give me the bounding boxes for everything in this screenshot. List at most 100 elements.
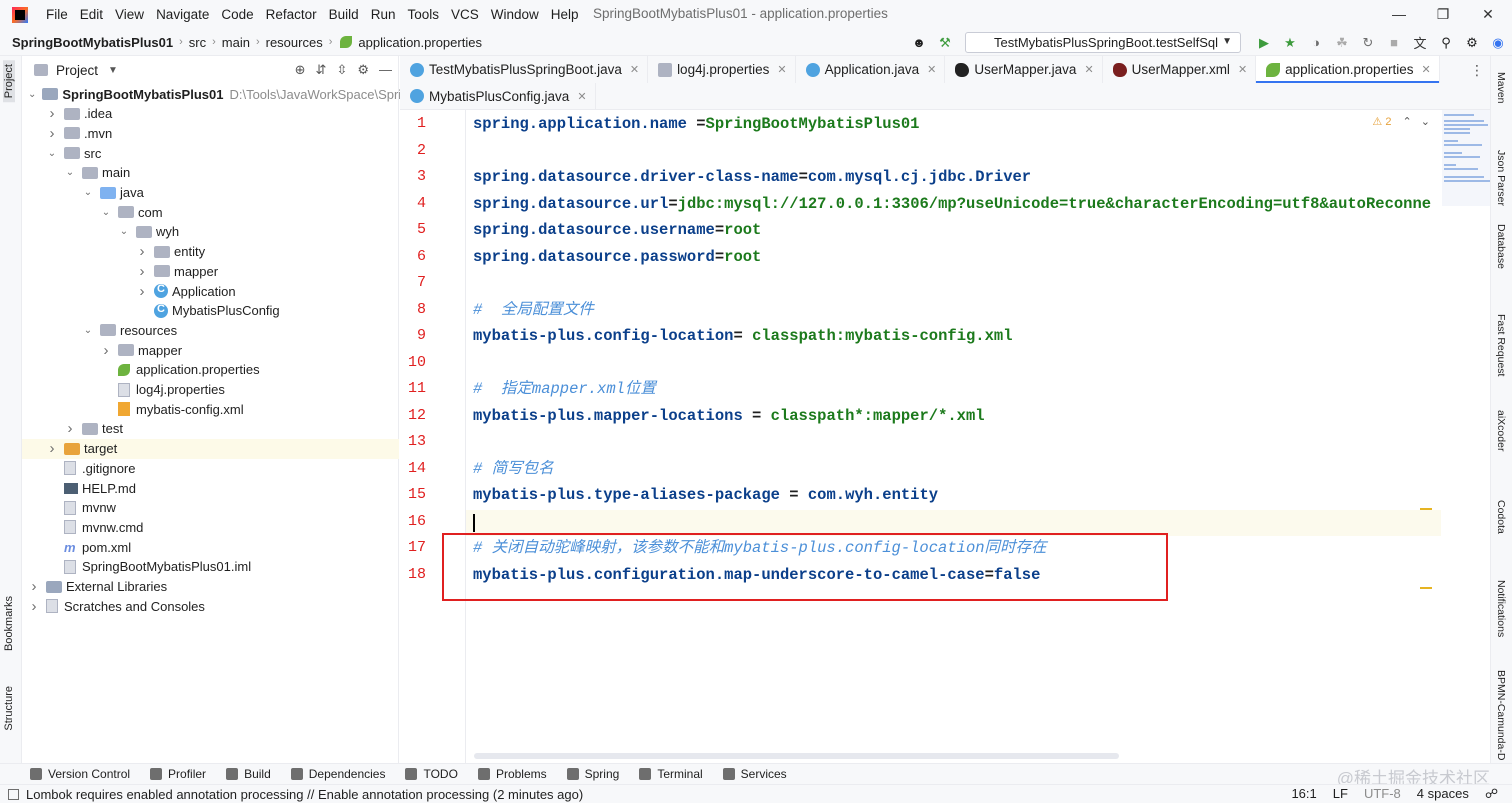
more-tabs-icon[interactable]: ⋮	[1470, 62, 1484, 78]
horizontal-scrollbar[interactable]	[474, 753, 1119, 759]
jetbrains-ai-icon[interactable]: ◉	[1492, 34, 1504, 50]
tree-item[interactable]: .gitignore	[22, 458, 399, 478]
run-configuration-select[interactable]: TestMybatisPlusSpringBoot.testSelfSql ▼	[965, 32, 1241, 53]
tree-item[interactable]: ⌄src	[22, 143, 399, 163]
tree-item[interactable]: ›mapper	[22, 340, 399, 360]
menu-window[interactable]: Window	[490, 7, 539, 22]
chevron-down-icon[interactable]: ⌄	[47, 147, 57, 159]
menu-navigate[interactable]: Navigate	[156, 7, 210, 22]
bottom-tool-version-control[interactable]: Version Control	[30, 767, 130, 781]
editor-tab[interactable]: MybatisPlusConfig.java✕	[400, 82, 596, 110]
user-icon[interactable]: ☻	[912, 35, 926, 50]
tree-item[interactable]: ›External Libraries	[22, 577, 399, 597]
collapse-all-icon[interactable]: ⇳	[336, 62, 348, 77]
chevron-down-icon[interactable]: ⌄	[101, 206, 111, 218]
menu-file[interactable]: File	[46, 7, 68, 22]
tree-item[interactable]: mvnw	[22, 498, 399, 518]
warning-stripe-mark[interactable]	[1420, 587, 1432, 589]
editor-tab[interactable]: TestMybatisPlusSpringBoot.java✕	[400, 56, 649, 83]
hammer-icon[interactable]: ⚒	[939, 34, 951, 50]
tree-item[interactable]: SpringBootMybatisPlus01.iml	[22, 557, 399, 577]
lock-icon[interactable]: ☍	[1484, 786, 1498, 801]
right-tool-tab[interactable]: Database	[1495, 224, 1507, 269]
caret-position[interactable]: 16:1	[1291, 786, 1317, 801]
close-tab-icon[interactable]: ✕	[927, 64, 937, 76]
coverage-icon[interactable]: ◑	[1312, 35, 1320, 50]
bottom-tool-profiler[interactable]: Profiler	[150, 767, 206, 781]
tree-item[interactable]: ›test	[22, 419, 399, 439]
bookmarks-tool-tab[interactable]: Bookmarks	[3, 596, 15, 652]
tree-item[interactable]: ⌄wyh	[22, 222, 399, 242]
chevron-right-icon[interactable]: ›	[139, 282, 145, 300]
profile-icon[interactable]: ☘	[1336, 34, 1348, 50]
bottom-tool-spring[interactable]: Spring	[566, 767, 619, 781]
editor-tab[interactable]: application.properties✕	[1256, 56, 1440, 83]
tree-item[interactable]: ⌄resources	[22, 320, 399, 340]
tree-item[interactable]: ›.mvn	[22, 123, 399, 143]
editor-tab[interactable]: log4j.properties✕	[648, 56, 796, 83]
tree-item[interactable]: ⌄java	[22, 183, 399, 203]
chevron-right-icon[interactable]: ›	[31, 597, 37, 615]
menu-build[interactable]: Build	[328, 7, 359, 22]
right-tool-tab[interactable]: Codota	[1495, 500, 1507, 534]
chevron-right-icon[interactable]: ›	[49, 105, 55, 123]
debug-icon[interactable]: ★	[1284, 34, 1296, 50]
bottom-tool-terminal[interactable]: Terminal	[639, 767, 703, 781]
right-tool-tab[interactable]: Fast Request	[1495, 314, 1507, 377]
tree-item[interactable]: mybatis-config.xml	[22, 399, 399, 419]
breadcrumb-resources[interactable]: resources	[265, 34, 323, 50]
chevron-down-icon[interactable]: ▼	[108, 64, 118, 76]
bottom-tool-problems[interactable]: Problems	[477, 767, 547, 781]
tree-item[interactable]: HELP.md	[22, 478, 399, 498]
minimize-icon[interactable]: —	[1392, 6, 1406, 22]
bottom-tool-todo[interactable]: TODO	[405, 767, 458, 781]
search-icon[interactable]: ⚲	[1441, 34, 1451, 50]
intellij-logo-icon[interactable]	[12, 6, 28, 23]
hide-icon[interactable]: —	[379, 62, 392, 77]
minimap[interactable]	[1442, 110, 1490, 206]
close-icon[interactable]: ✕	[1482, 6, 1494, 22]
right-tool-tab[interactable]: BPMN-Camunda-D	[1495, 670, 1507, 761]
project-tool-tab[interactable]: Project	[3, 60, 15, 103]
status-toggle-icon[interactable]	[8, 789, 19, 800]
bottom-tool-services[interactable]: Services	[722, 767, 787, 781]
menu-help[interactable]: Help	[550, 7, 579, 22]
locate-icon[interactable]: ⊕	[294, 62, 306, 77]
tree-item[interactable]: ›entity	[22, 242, 399, 262]
menu-code[interactable]: Code	[221, 7, 254, 22]
close-tab-icon[interactable]: ✕	[577, 90, 587, 103]
tree-item[interactable]: ›target	[22, 438, 399, 459]
breadcrumb-src[interactable]: src	[188, 34, 207, 50]
editor-tab[interactable]: UserMapper.xml✕	[1103, 56, 1257, 83]
menu-tools[interactable]: Tools	[407, 7, 439, 22]
tree-item[interactable]: ›mapper	[22, 261, 399, 281]
close-tab-icon[interactable]: ✕	[1084, 64, 1094, 76]
right-tool-tab[interactable]: Notifications	[1495, 580, 1507, 638]
chevron-down-icon[interactable]: ⌄	[65, 167, 75, 179]
chevron-right-icon[interactable]: ›	[139, 262, 145, 280]
breadcrumb-main[interactable]: main	[221, 34, 250, 50]
tree-item[interactable]: ›Scratches and Consoles	[22, 596, 399, 616]
chevron-right-icon[interactable]: ›	[49, 440, 55, 458]
menu-edit[interactable]: Edit	[79, 7, 104, 22]
tree-item[interactable]: MybatisPlusConfig	[22, 301, 399, 321]
tree-item[interactable]: log4j.properties	[22, 380, 399, 400]
chevron-right-icon[interactable]: ›	[139, 243, 145, 261]
menu-run[interactable]: Run	[370, 7, 396, 22]
maximize-icon[interactable]: ❐	[1436, 6, 1450, 22]
close-tab-icon[interactable]: ✕	[1421, 64, 1431, 76]
close-tab-icon[interactable]: ✕	[1237, 64, 1248, 76]
stop-icon[interactable]: ■	[1390, 35, 1398, 50]
structure-tool-tab[interactable]: Structure	[3, 686, 15, 731]
tree-item[interactable]: application.properties	[22, 360, 399, 380]
translate-icon[interactable]: 文	[1413, 36, 1427, 51]
menu-vcs[interactable]: VCS	[450, 7, 479, 22]
breadcrumb-file[interactable]: application.properties	[358, 34, 482, 50]
right-tool-tab[interactable]: Maven	[1495, 72, 1507, 104]
gear-icon[interactable]: ⚙	[1466, 34, 1478, 50]
run-icon[interactable]: ▶	[1259, 34, 1269, 50]
warning-stripe-mark[interactable]	[1420, 508, 1432, 510]
